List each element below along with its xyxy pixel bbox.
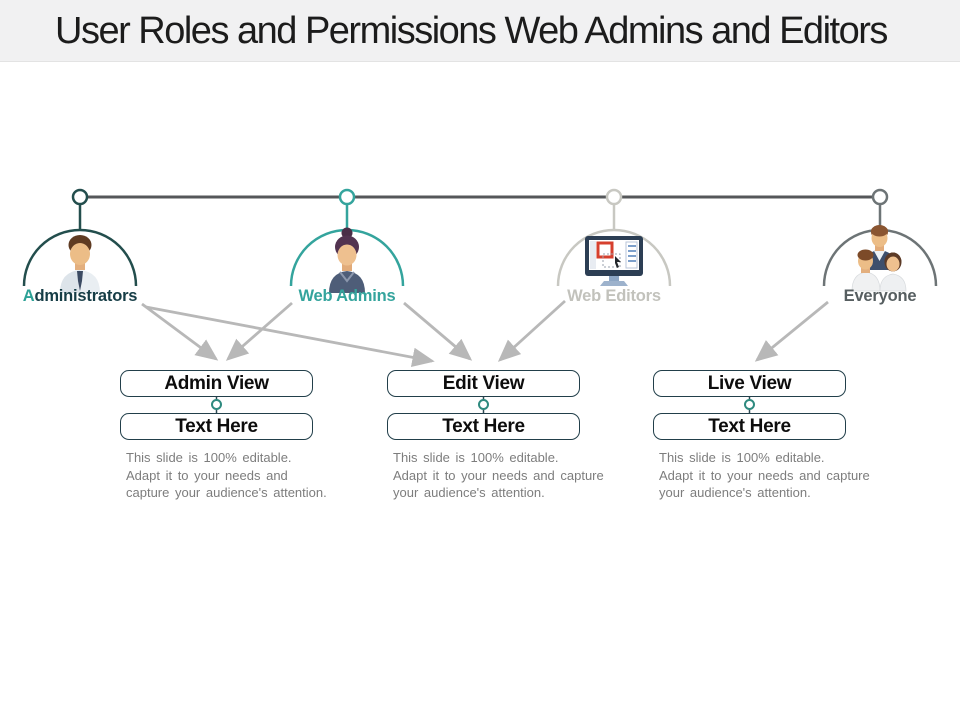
arrow-web-editors-edit-view: [497, 299, 566, 362]
live-view-box: Live View: [653, 370, 846, 397]
arrow-web-admins-edit-view: [403, 301, 473, 361]
role-label-everyone: Everyone: [843, 287, 917, 305]
title-bar: User Roles and Permissions Web Admins an…: [0, 0, 960, 62]
node-everyone: [871, 188, 889, 206]
description-line: This slide is 100% editable.: [393, 450, 559, 465]
arrow-administrators-admin-view: [141, 302, 219, 361]
arrow-administrators-edit-view: [145, 305, 435, 367]
admin-view-box: Admin View: [120, 370, 313, 397]
role-label-web-editors: Web Editors: [567, 287, 661, 305]
edit-view-description: This slide is 100% editable. Adapt it to…: [393, 449, 643, 502]
permission-arrows: [141, 299, 829, 367]
description-line: This slide is 100% editable.: [126, 450, 292, 465]
description-line: Adapt it to your needs and capture: [659, 467, 870, 483]
arrow-web-admins-admin-view: [225, 301, 293, 361]
live-view-description: This slide is 100% editable. Adapt it to…: [659, 449, 909, 502]
role-label-web-admins: Web Admins: [298, 287, 396, 305]
node-web-editors: [605, 188, 623, 206]
live-text-here-box: Text Here: [653, 413, 846, 440]
description-line: Adapt it to your needs and capture: [393, 467, 604, 483]
page-title: User Roles and Permissions Web Admins an…: [55, 10, 888, 52]
description-line: your audience's attention.: [659, 485, 811, 500]
admin-view-description: This slide is 100% editable. Adapt it to…: [126, 449, 376, 502]
people-group-icon: [851, 225, 907, 292]
description-line: your audience's attention.: [393, 485, 545, 500]
edit-view-box: Edit View: [387, 370, 580, 397]
arrow-everyone-live-view: [754, 300, 829, 362]
description-line: Adapt it to your needs and: [126, 467, 288, 483]
description-line: capture your audience's attention.: [126, 485, 327, 500]
description-line: This slide is 100% editable.: [659, 450, 825, 465]
card-connectors: [211, 397, 755, 413]
web-admin-person-icon: [329, 227, 365, 293]
node-web-admins: [338, 188, 356, 206]
arc-administrators: [22, 228, 138, 287]
node-administrators: [71, 188, 89, 206]
admin-text-here-box: Text Here: [120, 413, 313, 440]
edit-text-here-box: Text Here: [387, 413, 580, 440]
role-label-administrators: Administrators: [22, 287, 138, 305]
monitor-design-icon: [585, 236, 643, 286]
admin-person-icon: [60, 235, 100, 293]
arc-web-editors: [556, 228, 672, 287]
